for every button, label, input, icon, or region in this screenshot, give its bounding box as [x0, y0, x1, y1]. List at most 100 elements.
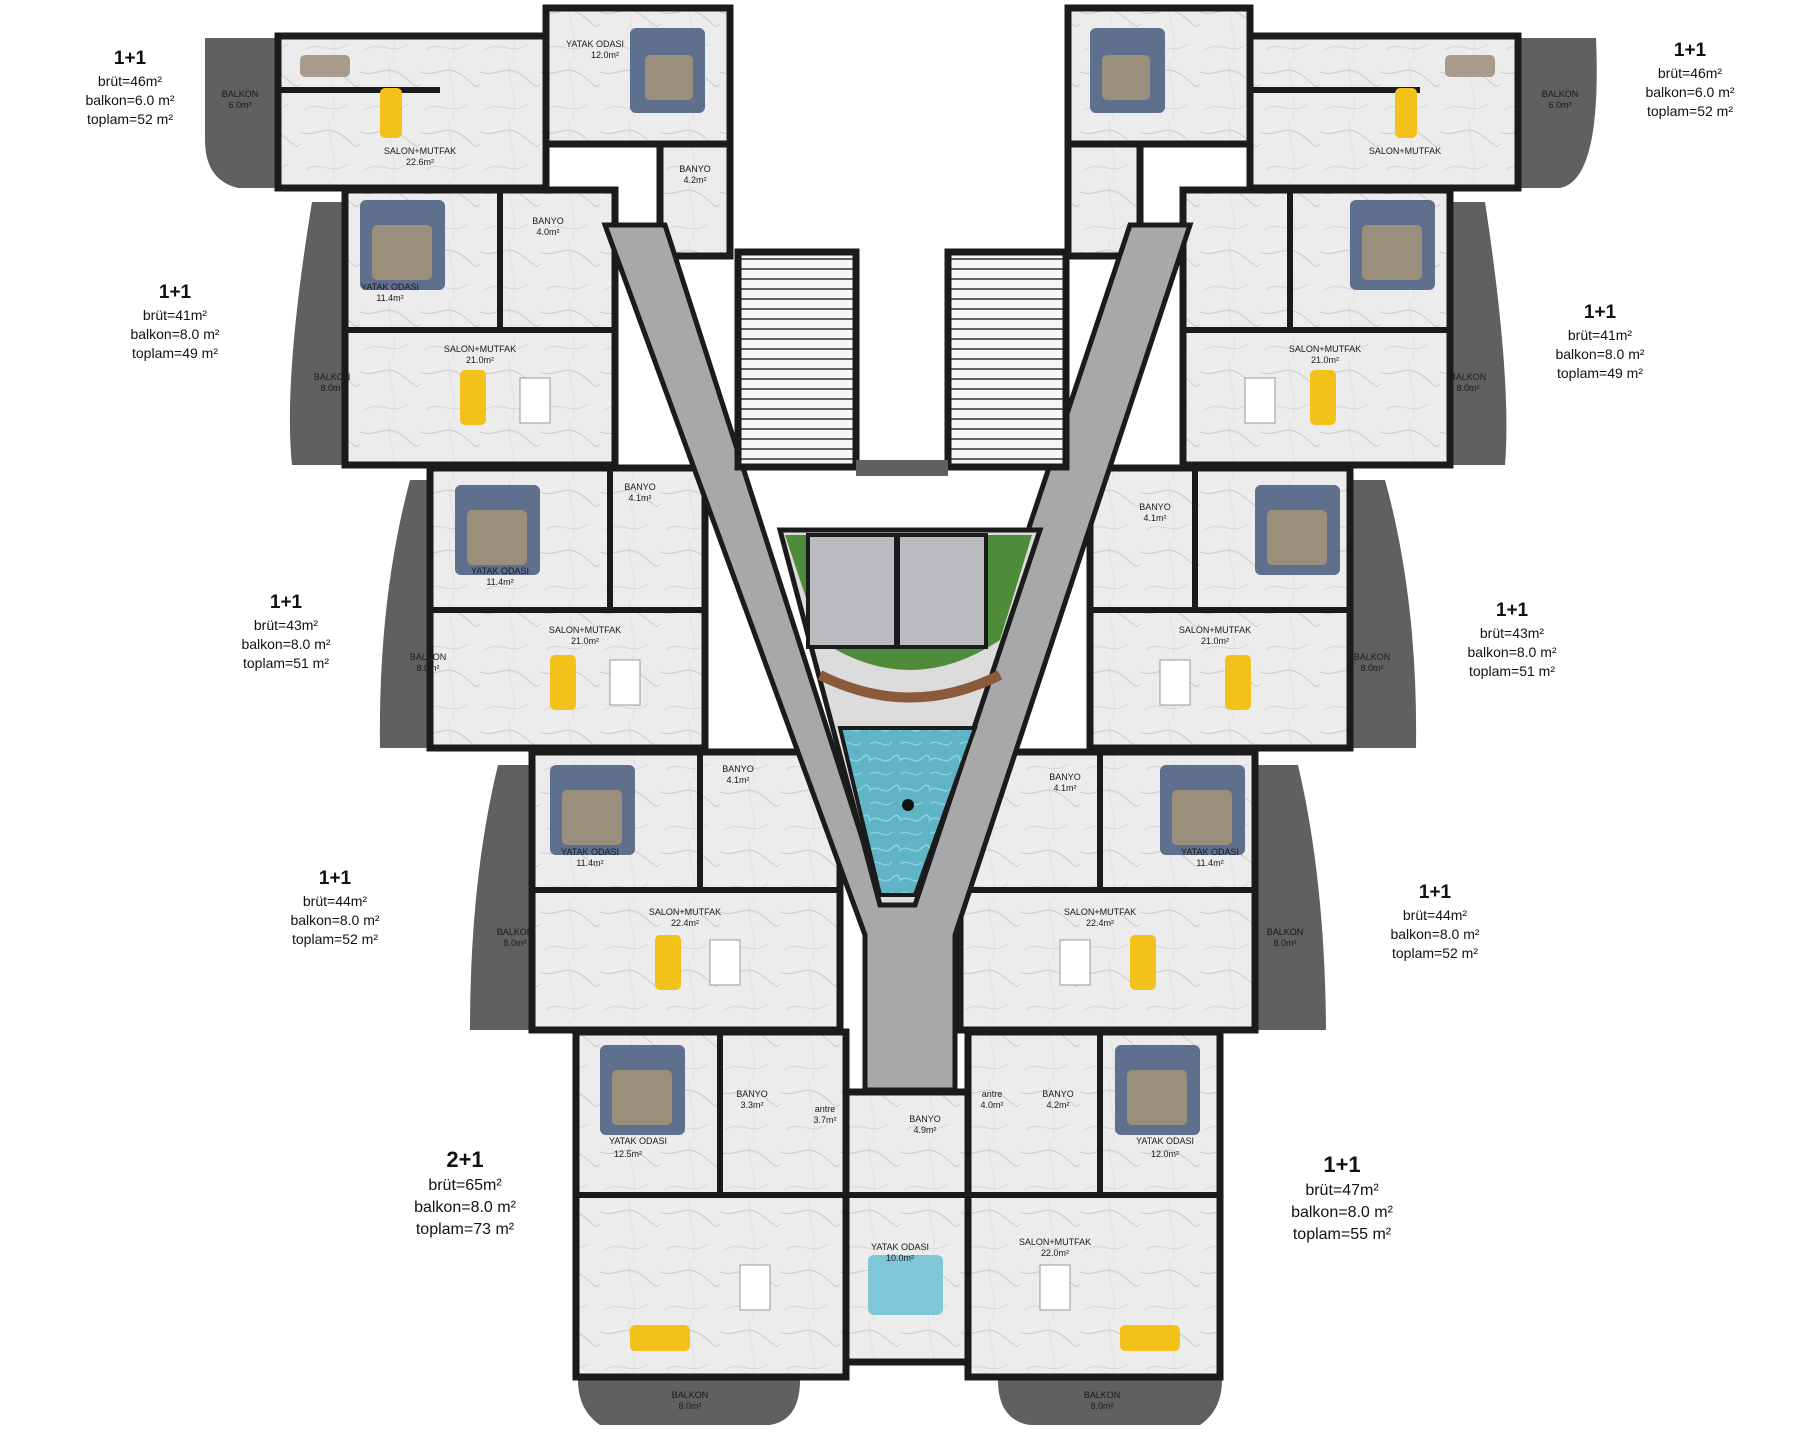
room-area: 4.1m² [628, 493, 651, 503]
unit-type: 1+1 [158, 282, 192, 303]
room-area: 4.1m² [1143, 513, 1166, 523]
room-label: BALKON [1450, 372, 1487, 382]
table-icon [609, 659, 641, 706]
unit-balcony-area: balkon=8.0 m² [1291, 1204, 1393, 1221]
unit-type: 1+1 [269, 592, 303, 613]
unit-gross-area: brüt=43m² [253, 617, 319, 633]
room-label: BALKON [1267, 927, 1304, 937]
unit-info-left-5: 2+1 brüt=65m² balkon=8.0 m² toplam=73 m² [355, 1145, 575, 1241]
room-label: YATAK ODASI [1181, 847, 1239, 857]
balcony-right-3 [1350, 480, 1417, 748]
unit-info-right-1: 1+1 brüt=46m² balkon=6.0 m² toplam=52 m² [1580, 38, 1796, 121]
room-label: BALKON [1542, 89, 1579, 99]
table-icon [1159, 659, 1191, 706]
room-area: 4.2m² [683, 175, 706, 185]
sofa-icon [1310, 370, 1336, 425]
room-label: BANYO [679, 164, 711, 174]
elevator-left [806, 533, 898, 649]
room-label: YATAK ODASI [609, 1136, 667, 1146]
corridor [601, 222, 1194, 1093]
balconies [205, 38, 1597, 1425]
unit-total-area: toplam=73 m² [415, 1221, 515, 1238]
room-label: BANYO [624, 482, 656, 492]
unit-balcony-area: balkon=6.0 m² [85, 92, 175, 108]
room-area: 8.0m² [678, 1401, 701, 1411]
room-area: 4.9m² [913, 1125, 936, 1135]
unit-gross-area: brüt=46m² [97, 73, 163, 89]
unit-type: 1+1 [1583, 302, 1617, 323]
balcony-left-2 [289, 202, 345, 465]
room-label: SALON+MUTFAK [444, 344, 516, 354]
room-label: BALKON [314, 372, 351, 382]
room-area: 21.0m² [1201, 636, 1229, 646]
room-label: SALON+MUTFAK [1019, 1237, 1091, 1247]
room-area: 12.0m² [1151, 1149, 1179, 1159]
table-icon [1244, 377, 1276, 424]
elevator-right [896, 533, 988, 649]
room-label: SALON+MUTFAK [1179, 625, 1251, 635]
sofa-icon [1225, 655, 1251, 710]
room-area: 21.0m² [466, 355, 494, 365]
unit-total-area: toplam=52 m² [1392, 945, 1478, 961]
room-label: antre [982, 1089, 1003, 1099]
bed-icon [1102, 55, 1150, 100]
unit-gross-area: brüt=47m² [1305, 1182, 1379, 1199]
room-label: BALKON [410, 652, 447, 662]
room-area: 8.0m² [416, 663, 439, 673]
unit-total-area: toplam=51 m² [243, 655, 329, 671]
stair-right [944, 248, 1070, 471]
room-area: 21.0m² [1311, 355, 1339, 365]
room-label: BALKON [672, 1390, 709, 1400]
unit-type: 2+1 [446, 1147, 484, 1172]
room-area: 3.3m² [740, 1100, 763, 1110]
unit-total-area: toplam=51 m² [1469, 663, 1555, 679]
room-area: 10.0m² [886, 1253, 914, 1263]
unit-total-area: toplam=52 m² [1647, 103, 1733, 119]
unit-info-right-3: 1+1 brüt=43m² balkon=8.0 m² toplam=51 m² [1402, 598, 1622, 681]
room-label: YATAK ODASI [471, 566, 529, 576]
unit-info-right-5: 1+1 brüt=47m² balkon=8.0 m² toplam=55 m² [1232, 1150, 1452, 1246]
bed-icon [1172, 790, 1232, 845]
room-label: SALON+MUTFAK [649, 907, 721, 917]
room-label: BANYO [722, 764, 754, 774]
courtyard [776, 527, 1044, 908]
room-area: 12.0m² [591, 50, 619, 60]
bed-icon [612, 1070, 672, 1125]
sofa-icon [380, 88, 402, 138]
garden-curve [817, 670, 1003, 703]
unit-balcony-area: balkon=8.0 m² [130, 326, 220, 342]
room-area: 22.4m² [671, 918, 699, 928]
room-area: 4.0m² [980, 1100, 1003, 1110]
room-area: 12.5m² [614, 1149, 642, 1159]
room-area: 4.0m² [536, 227, 559, 237]
room-label: BALKON [1354, 652, 1391, 662]
unit-total-area: toplam=49 m² [1557, 365, 1643, 381]
unit-balcony-area: balkon=8.0 m² [1467, 644, 1557, 660]
unit-balcony-area: balkon=8.0 m² [414, 1199, 516, 1216]
room-area: 8.0m² [1273, 938, 1296, 948]
room-label: SALON+MUTFAK [549, 625, 621, 635]
room-label: BANYO [736, 1089, 768, 1099]
room-label: YATAK ODASI [566, 39, 624, 49]
room-label: BANYO [1049, 772, 1081, 782]
unit-info-right-4: 1+1 brüt=44m² balkon=8.0 m² toplam=52 m² [1325, 880, 1545, 963]
bed-icon [868, 1255, 943, 1315]
room-label: SALON+MUTFAK [384, 146, 456, 156]
unit-info-left-2: 1+1 brüt=41m² balkon=8.0 m² toplam=49 m² [65, 280, 285, 363]
room-label: antre [815, 1104, 836, 1114]
unit-type: 1+1 [1418, 882, 1452, 903]
room-label: SALON+MUTFAK [1289, 344, 1361, 354]
bed-icon [1267, 510, 1327, 565]
pool [837, 726, 978, 897]
room-area: 11.4m² [1196, 858, 1223, 868]
sofa-icon [460, 370, 486, 425]
unit-type: 1+1 [1323, 1152, 1361, 1177]
room-area: 8.0m² [1090, 1401, 1113, 1411]
room-area: 3.7m² [813, 1115, 836, 1125]
stair-landing [856, 460, 948, 476]
unit-type: 1+1 [1673, 40, 1707, 61]
unit-gross-area: brüt=43m² [1479, 625, 1545, 641]
unit-balcony-area: balkon=8.0 m² [290, 912, 380, 928]
room-labels: BALKON 6.0m² YATAK ODASI 12.0m² SALON+MU… [222, 39, 1579, 1411]
room-label: BALKON [222, 89, 259, 99]
